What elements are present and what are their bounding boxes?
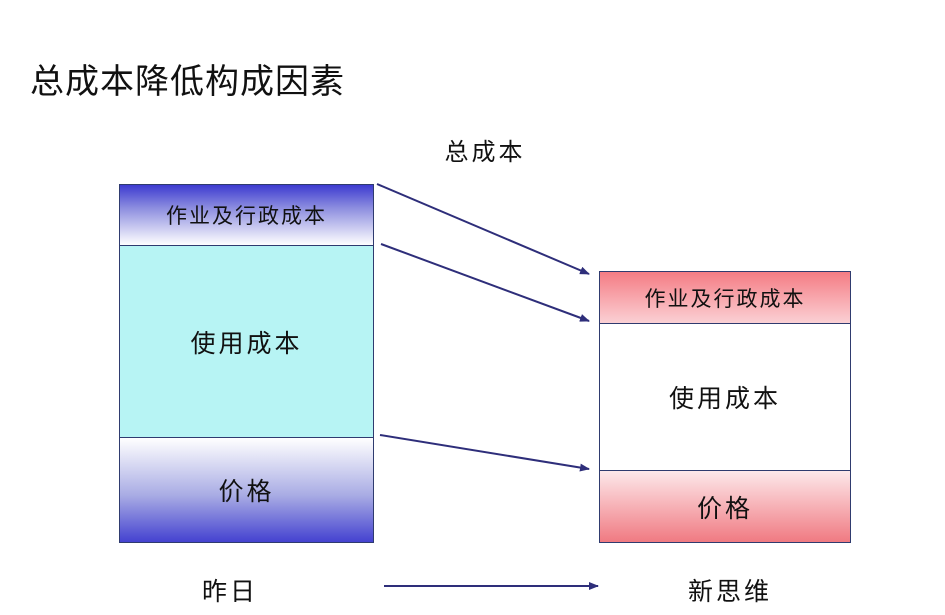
slide-title: 总成本降低构成因素 [30, 62, 345, 102]
left-price-block: 价格 [119, 437, 374, 543]
left-admin-cost-block: 作业及行政成本 [119, 184, 374, 246]
total-cost-label: 总成本 [444, 138, 526, 166]
right-usage-cost-label: 使用成本 [668, 384, 781, 413]
left-usage-cost-label: 使用成本 [190, 328, 303, 358]
right-admin-cost-label: 作业及行政成本 [644, 286, 806, 311]
yesterday-label: 昨日 [201, 577, 258, 606]
left-price-label: 价格 [218, 477, 275, 506]
left-admin-cost-label: 作业及行政成本 [166, 204, 327, 228]
arrow-admin-to-usage [380, 243, 590, 322]
right-admin-cost-block: 作业及行政成本 [599, 271, 851, 324]
arrow-top-to-admin [376, 183, 590, 275]
right-price-label: 价格 [696, 493, 753, 523]
right-usage-cost-block: 使用成本 [599, 323, 851, 471]
right-price-block: 价格 [599, 470, 851, 543]
left-usage-cost-block: 使用成本 [119, 245, 374, 438]
new-thinking-label: 新思维 [687, 577, 772, 606]
arrow-usage-to-price [379, 434, 590, 472]
